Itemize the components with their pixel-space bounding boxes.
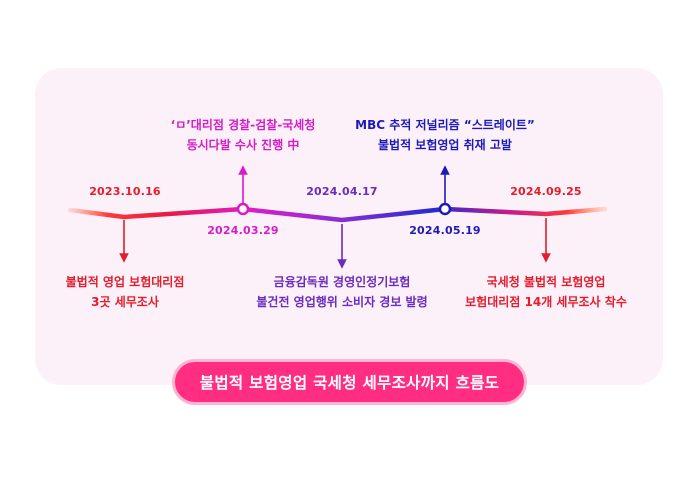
event-caption-2-line2: 동시다발 수사 진행 中 (186, 138, 300, 152)
event-caption-4: MBC 추적 저널리즘 “스트레이트” 불법적 보험영업 취재 고발 (355, 115, 535, 155)
diagram-panel (35, 68, 663, 385)
event-caption-1: 불법적 영업 보험대리점 3곳 세무조사 (66, 272, 185, 312)
event-caption-4-line2: 불법적 보험영업 취재 고발 (378, 138, 512, 152)
event-caption-3: 금융감독원 경영인정기보험 불건전 영업행위 소비자 경보 발령 (256, 272, 427, 312)
event-caption-5-line2: 보험대리점 14개 세무조사 착수 (465, 295, 627, 309)
node-2024-05-19 (438, 202, 452, 216)
event-caption-2: ‘ㅁ’대리점 경찰-검찰-국세청 동시다발 수사 진행 中 (171, 115, 316, 155)
diagram-title: 불법적 보험영업 국세청 세무조사까지 흐름도 (172, 359, 527, 405)
node-2024-03-29 (236, 202, 250, 216)
event-date-5: 2024.09.25 (510, 185, 582, 198)
event-date-4: 2024.05.19 (409, 224, 481, 237)
event-caption-2-line1: ‘ㅁ’대리점 경찰-검찰-국세청 (170, 118, 316, 132)
event-caption-5: 국세청 불법적 보험영업 보험대리점 14개 세무조사 착수 (465, 272, 627, 312)
event-date-1: 2023.10.16 (89, 185, 161, 198)
event-date-2: 2024.03.29 (207, 224, 279, 237)
event-caption-4-line1: MBC 추적 저널리즘 “스트레이트” (355, 118, 535, 132)
event-caption-3-line1: 금융감독원 경영인정기보험 (273, 275, 411, 289)
event-date-3: 2024.04.17 (306, 185, 378, 198)
event-caption-5-line1: 국세청 불법적 보험영업 (486, 275, 606, 289)
timeline-line (67, 206, 608, 223)
event-caption-1-line1: 불법적 영업 보험대리점 (65, 275, 185, 289)
event-caption-1-line2: 3곳 세무조사 (91, 295, 159, 309)
event-caption-3-line2: 불건전 영업행위 소비자 경보 발령 (256, 295, 428, 309)
